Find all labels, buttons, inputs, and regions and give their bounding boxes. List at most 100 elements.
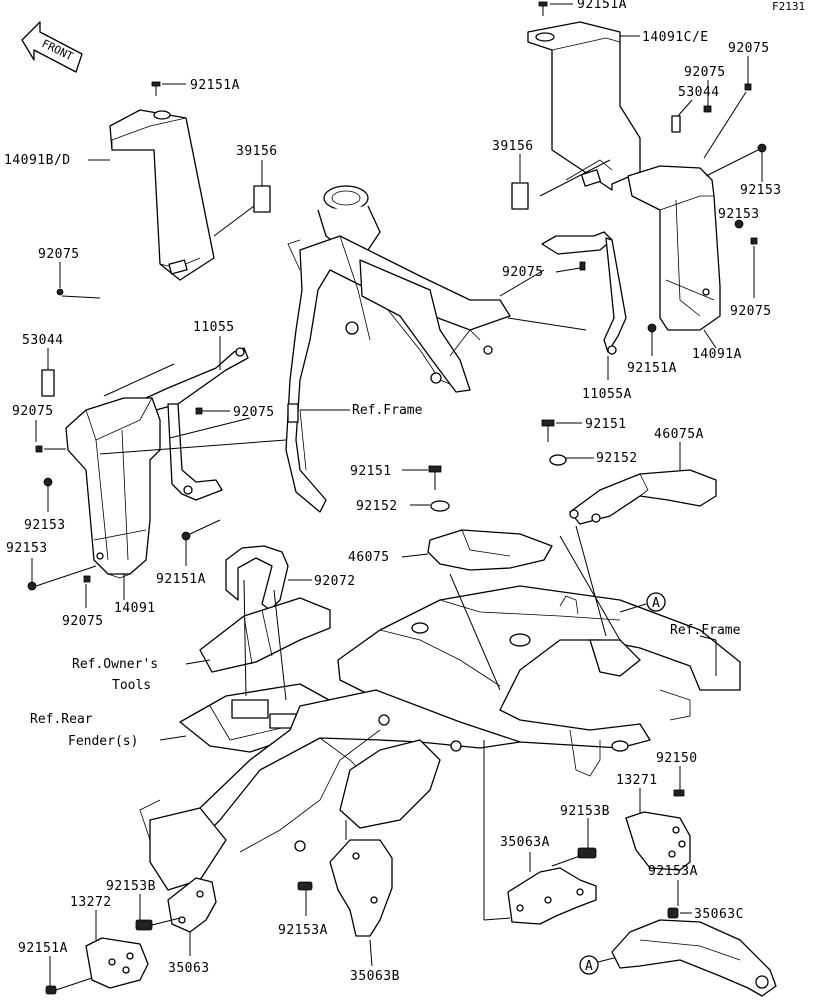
label-92153a-center: 92153A	[278, 923, 328, 938]
footrest-35063a-part	[507, 867, 597, 925]
label-92153-l1: 92153	[24, 518, 66, 533]
bolt-92151a-bottom-left-icon	[45, 985, 57, 995]
label-53044-left: 53044	[22, 333, 64, 348]
bolt-92075-r3-icon	[750, 237, 758, 245]
label-92151-right: 92151	[585, 417, 627, 432]
label-92153-l2: 92153	[6, 541, 48, 556]
main-frame-part	[139, 585, 741, 891]
bolt-92151a-right-icon	[647, 323, 657, 333]
label-39156-left: 39156	[236, 144, 278, 159]
label-46075a: 46075A	[654, 427, 704, 442]
label-92152-center: 92152	[356, 499, 398, 514]
cover-14091ce-part	[527, 21, 641, 191]
label-92075-r4: 92075	[502, 265, 544, 280]
label-92153b-left: 92153B	[106, 879, 156, 894]
label-92150: 92150	[656, 751, 698, 766]
upper-frame-part	[285, 185, 511, 513]
label-92075-l1: 92075	[38, 247, 80, 262]
label-92075-l2: 92075	[233, 405, 275, 420]
label-14091bd: 14091B/D	[4, 153, 71, 168]
label-92075-l3: 92075	[12, 404, 54, 419]
label-35063b: 35063B	[350, 969, 400, 984]
bolt-92153b-left-icon	[135, 919, 153, 931]
bolt-92151-center-icon	[428, 465, 442, 473]
label-35063c: 35063C	[694, 907, 744, 922]
bolt-92075-b-icon	[744, 83, 752, 91]
label-92075-r3: 92075	[730, 304, 772, 319]
front-arrow-icon: FRONT	[21, 21, 83, 73]
ref-owners-tools-1: Ref.Owner's	[72, 657, 158, 672]
label-13272: 13272	[70, 895, 112, 910]
bolt-92153-r2-icon	[734, 219, 744, 229]
label-14091ce: 14091C/E	[642, 30, 709, 45]
bolt-92153-l2-icon	[27, 581, 37, 591]
bolt-92153-r1-icon	[757, 143, 767, 153]
plate-13272-part	[85, 937, 149, 989]
callout-a-frame-icon	[646, 592, 666, 612]
side-panel-14091-part	[65, 397, 161, 579]
label-46075: 46075	[348, 550, 390, 565]
label-35063a: 35063A	[500, 835, 550, 850]
ref-owners-tools-2: Tools	[112, 678, 151, 693]
label-92151-center: 92151	[350, 464, 392, 479]
ref-rear-fender-2: Fender(s)	[68, 734, 138, 749]
side-panel-14091a-part	[627, 165, 721, 331]
pad-46075-part	[427, 529, 553, 571]
label-92151a-right: 92151A	[627, 361, 677, 376]
label-11055a: 11055A	[582, 387, 632, 402]
bolt-92153a-right-icon	[667, 907, 679, 919]
label-92072: 92072	[314, 574, 356, 589]
bracket-11055-part	[145, 347, 249, 501]
bolt-92150-icon	[673, 789, 685, 797]
bolt-92151a-l2-icon	[181, 531, 191, 541]
pin-53044-right	[671, 115, 681, 133]
bracket-35063b-part	[329, 839, 393, 937]
footrest-35063c-part	[611, 919, 777, 997]
label-92153-r2: 92153	[718, 207, 760, 222]
bolt-92075-l3-icon	[35, 445, 43, 453]
bolt-92153b-right-icon	[577, 847, 597, 859]
bolt-92153-l1-icon	[43, 477, 53, 487]
bracket-11055a-part	[541, 231, 627, 355]
pin-53044-left	[41, 369, 55, 397]
bolt-92151a-top-icon	[538, 1, 573, 16]
label-92151a-l2: 92151A	[156, 572, 206, 587]
label-92153-r1: 92153	[740, 183, 782, 198]
label-92151a-bottom-left: 92151A	[18, 941, 68, 956]
callout-a-frame: A	[652, 596, 660, 611]
bolt-92075-l2-icon	[195, 407, 203, 415]
strap-92072-part	[225, 545, 289, 611]
label-92153b-right: 92153B	[560, 804, 610, 819]
sticker-39156-right	[511, 182, 529, 210]
bolt-92151-right-icon	[541, 419, 555, 427]
washer-92152-center-icon	[430, 500, 450, 512]
label-92075-a: 92075	[684, 65, 726, 80]
label-14091a: 14091A	[692, 347, 742, 362]
owners-tools-part	[199, 597, 331, 673]
label-39156-right: 39156	[492, 139, 534, 154]
label-92151a-top: 92151A	[577, 0, 627, 12]
cover-14091bd-part	[109, 109, 215, 281]
label-92075-b: 92075	[728, 41, 770, 56]
label-92153a-right: 92153A	[648, 864, 698, 879]
label-92152-right: 92152	[596, 451, 638, 466]
sticker-39156-left	[253, 185, 271, 213]
bolt-92075-a-icon	[703, 105, 712, 113]
pad-46075a-part	[569, 469, 717, 525]
bolt-92075-l4-icon	[83, 575, 91, 583]
diagram-code: F2131	[772, 0, 805, 13]
bolt-92153a-center-icon	[297, 881, 313, 891]
ref-rear-fender-1: Ref.Rear	[30, 712, 93, 727]
callout-a-bottom-icon	[579, 955, 599, 975]
label-11055: 11055	[193, 320, 235, 335]
label-35063: 35063	[168, 961, 210, 976]
label-53044-right: 53044	[678, 85, 720, 100]
label-92151a-left: 92151A	[190, 78, 240, 93]
ref-frame-top: Ref.Frame	[352, 403, 423, 418]
label-13271: 13271	[616, 773, 658, 788]
bolt-92075-l1-icon	[56, 288, 64, 296]
callout-a-bottom: A	[585, 959, 593, 974]
ref-frame-right: Ref.Frame	[670, 623, 741, 638]
label-92075-l4: 92075	[62, 614, 104, 629]
